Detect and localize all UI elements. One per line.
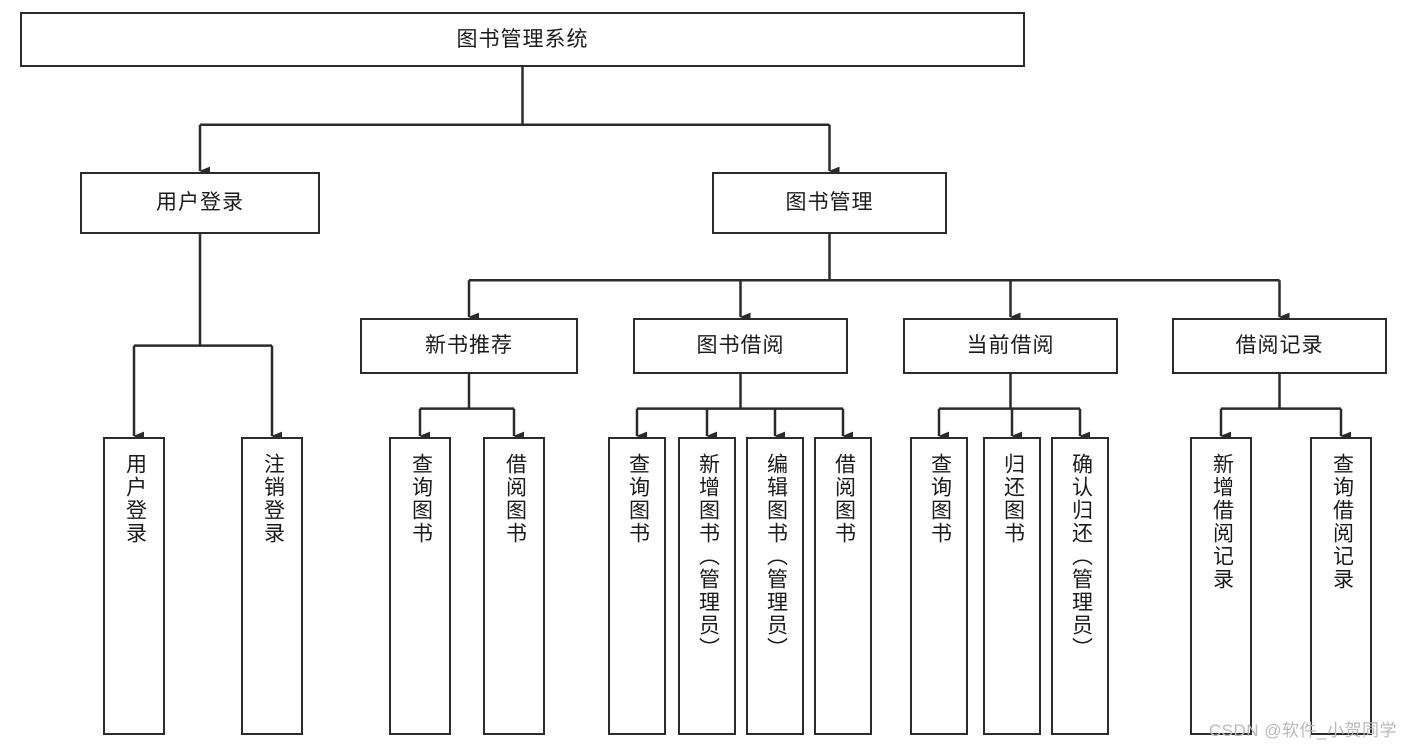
node-l_logout[interactable]: 注销登录	[241, 437, 303, 735]
node-label: 查询借阅记录	[1330, 453, 1354, 591]
node-bookmgmt[interactable]: 图书管理	[712, 172, 947, 234]
node-label: 归还图书	[1001, 453, 1025, 545]
node-label: 新增图书（管理员）	[696, 453, 720, 660]
node-borrow[interactable]: 图书借阅	[633, 318, 848, 374]
node-label: 用户登录	[123, 453, 147, 545]
node-l_qbook2[interactable]: 查询图书	[608, 437, 666, 735]
watermark: CSDN @软件_小贺同学	[1208, 721, 1397, 740]
node-label: 查询图书	[409, 453, 433, 545]
node-l_return[interactable]: 归还图书	[983, 437, 1041, 735]
node-l_qrec[interactable]: 查询借阅记录	[1310, 437, 1372, 735]
node-l_editbook[interactable]: 编辑图书（管理员）	[746, 437, 804, 735]
node-label: 借阅图书	[832, 453, 856, 545]
node-l_bbook2[interactable]: 借阅图书	[814, 437, 872, 735]
node-newbook[interactable]: 新书推荐	[360, 318, 578, 374]
node-l_bbook1[interactable]: 借阅图书	[483, 437, 545, 735]
node-l_login[interactable]: 用户登录	[103, 437, 165, 735]
node-label: 图书管理	[785, 191, 874, 215]
node-l_qbook3[interactable]: 查询图书	[910, 437, 968, 735]
node-l_qbook1[interactable]: 查询图书	[389, 437, 451, 735]
node-l_addbook[interactable]: 新增图书（管理员）	[678, 437, 736, 735]
node-label: 查询图书	[626, 453, 650, 545]
node-label: 借阅记录	[1235, 334, 1324, 358]
node-records[interactable]: 借阅记录	[1172, 318, 1387, 374]
node-label: 新书推荐	[425, 334, 513, 358]
node-label: 图书管理系统	[456, 27, 589, 51]
node-label: 借阅图书	[503, 453, 527, 545]
node-root[interactable]: 图书管理系统	[20, 12, 1025, 67]
node-label: 编辑图书（管理员）	[764, 453, 788, 660]
node-label: 新增借阅记录	[1210, 453, 1234, 591]
node-label: 注销登录	[261, 453, 285, 545]
node-label: 当前借阅	[966, 334, 1055, 358]
node-label: 确认归还（管理员）	[1069, 453, 1093, 660]
node-l_addrec[interactable]: 新增借阅记录	[1190, 437, 1252, 735]
node-l_confirm[interactable]: 确认归还（管理员）	[1051, 437, 1109, 735]
node-label: 查询图书	[928, 453, 952, 545]
node-login[interactable]: 用户登录	[80, 172, 320, 234]
node-label: 用户登录	[156, 191, 244, 215]
node-label: 图书借阅	[696, 334, 785, 358]
node-current[interactable]: 当前借阅	[903, 318, 1118, 374]
